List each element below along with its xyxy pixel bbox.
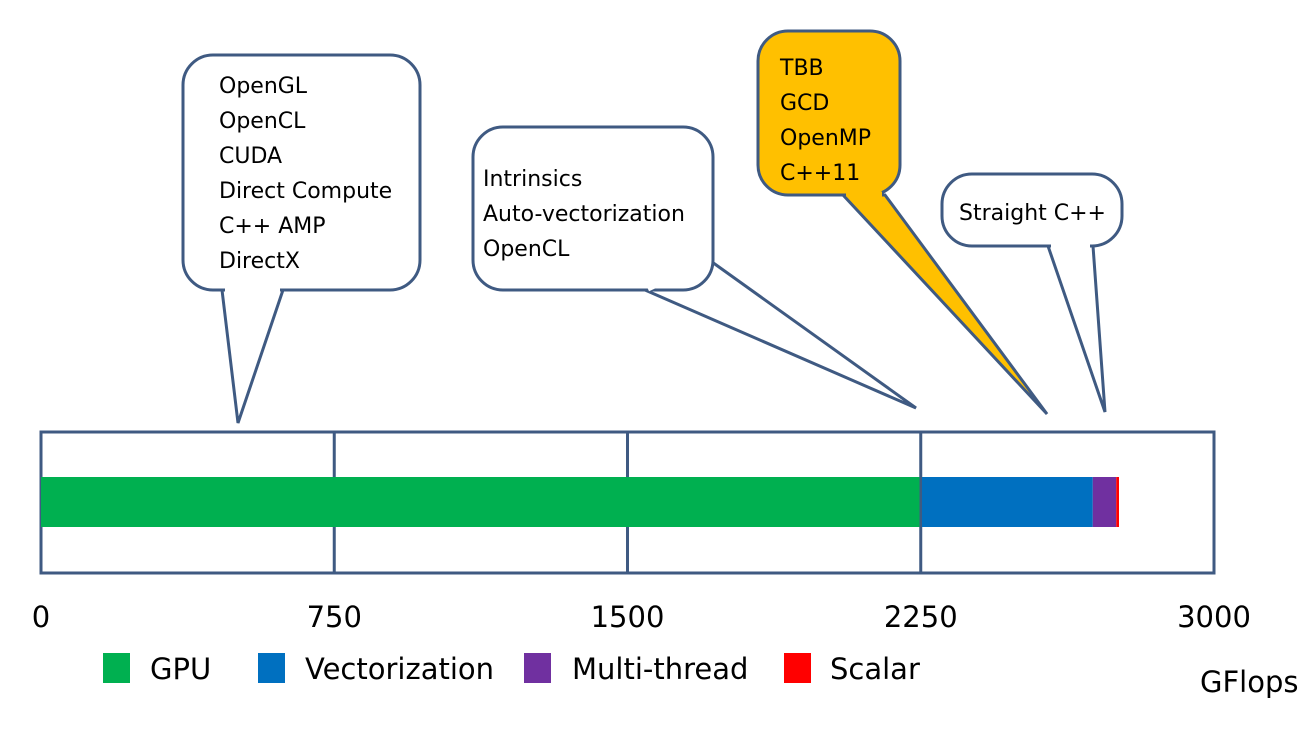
callout-3: TBB GCD OpenMP C++11 — [756, 29, 1049, 416]
legend-label: Vectorization — [305, 652, 494, 686]
callout-pointer — [220, 288, 286, 424]
legend-swatch — [784, 653, 811, 683]
x-unit-label: GFlops — [1200, 665, 1298, 699]
legend-swatch — [524, 653, 551, 683]
callout-line: TBB — [779, 56, 824, 81]
bar-segment-scalar — [1116, 477, 1119, 527]
legend-swatch — [103, 653, 130, 683]
bar-segment-vectorization — [920, 477, 1093, 527]
x-axis-ticks: 0 750 1500 2250 3000 — [32, 600, 1251, 634]
callout-line: Straight C++ — [959, 201, 1106, 226]
callout-line: C++11 — [780, 161, 860, 186]
callout-line: OpenCL — [219, 109, 306, 134]
legend-swatch — [258, 653, 285, 683]
callout-bubble — [471, 125, 715, 292]
callout-pointer — [1045, 244, 1107, 413]
legend-label: Multi-thread — [572, 652, 748, 686]
tick-label: 2250 — [884, 600, 958, 634]
callout-bubble — [940, 172, 1124, 248]
callout-line: Auto-vectorization — [483, 202, 685, 227]
callout-joint — [646, 258, 711, 292]
bar-segments — [41, 477, 1119, 527]
callout-line: CUDA — [219, 144, 282, 169]
callout-4: Straight C++ — [940, 172, 1124, 413]
callout-bubble — [756, 29, 902, 197]
tick-label: 3000 — [1177, 600, 1251, 634]
callout-line: OpenGL — [219, 74, 308, 99]
tick-label: 1500 — [591, 600, 665, 634]
bar-segment-multi-thread — [1092, 477, 1117, 527]
legend: GPU Vectorization Multi-thread Scalar — [103, 652, 920, 686]
callout-line: Direct Compute — [219, 179, 392, 204]
callout-line: OpenMP — [780, 126, 871, 151]
bar-segment-gpu — [41, 477, 921, 527]
callout-line: C++ AMP — [219, 214, 326, 239]
legend-label: Scalar — [830, 652, 920, 686]
callout-line: DirectX — [219, 249, 300, 274]
tick-label: 750 — [307, 600, 362, 634]
legend-label: GPU — [150, 652, 211, 686]
callout-line: GCD — [780, 91, 829, 116]
callout-line: OpenCL — [483, 237, 570, 262]
callout-line: Intrinsics — [483, 167, 582, 192]
tick-label: 0 — [32, 600, 50, 634]
callout-bubble — [181, 53, 422, 292]
